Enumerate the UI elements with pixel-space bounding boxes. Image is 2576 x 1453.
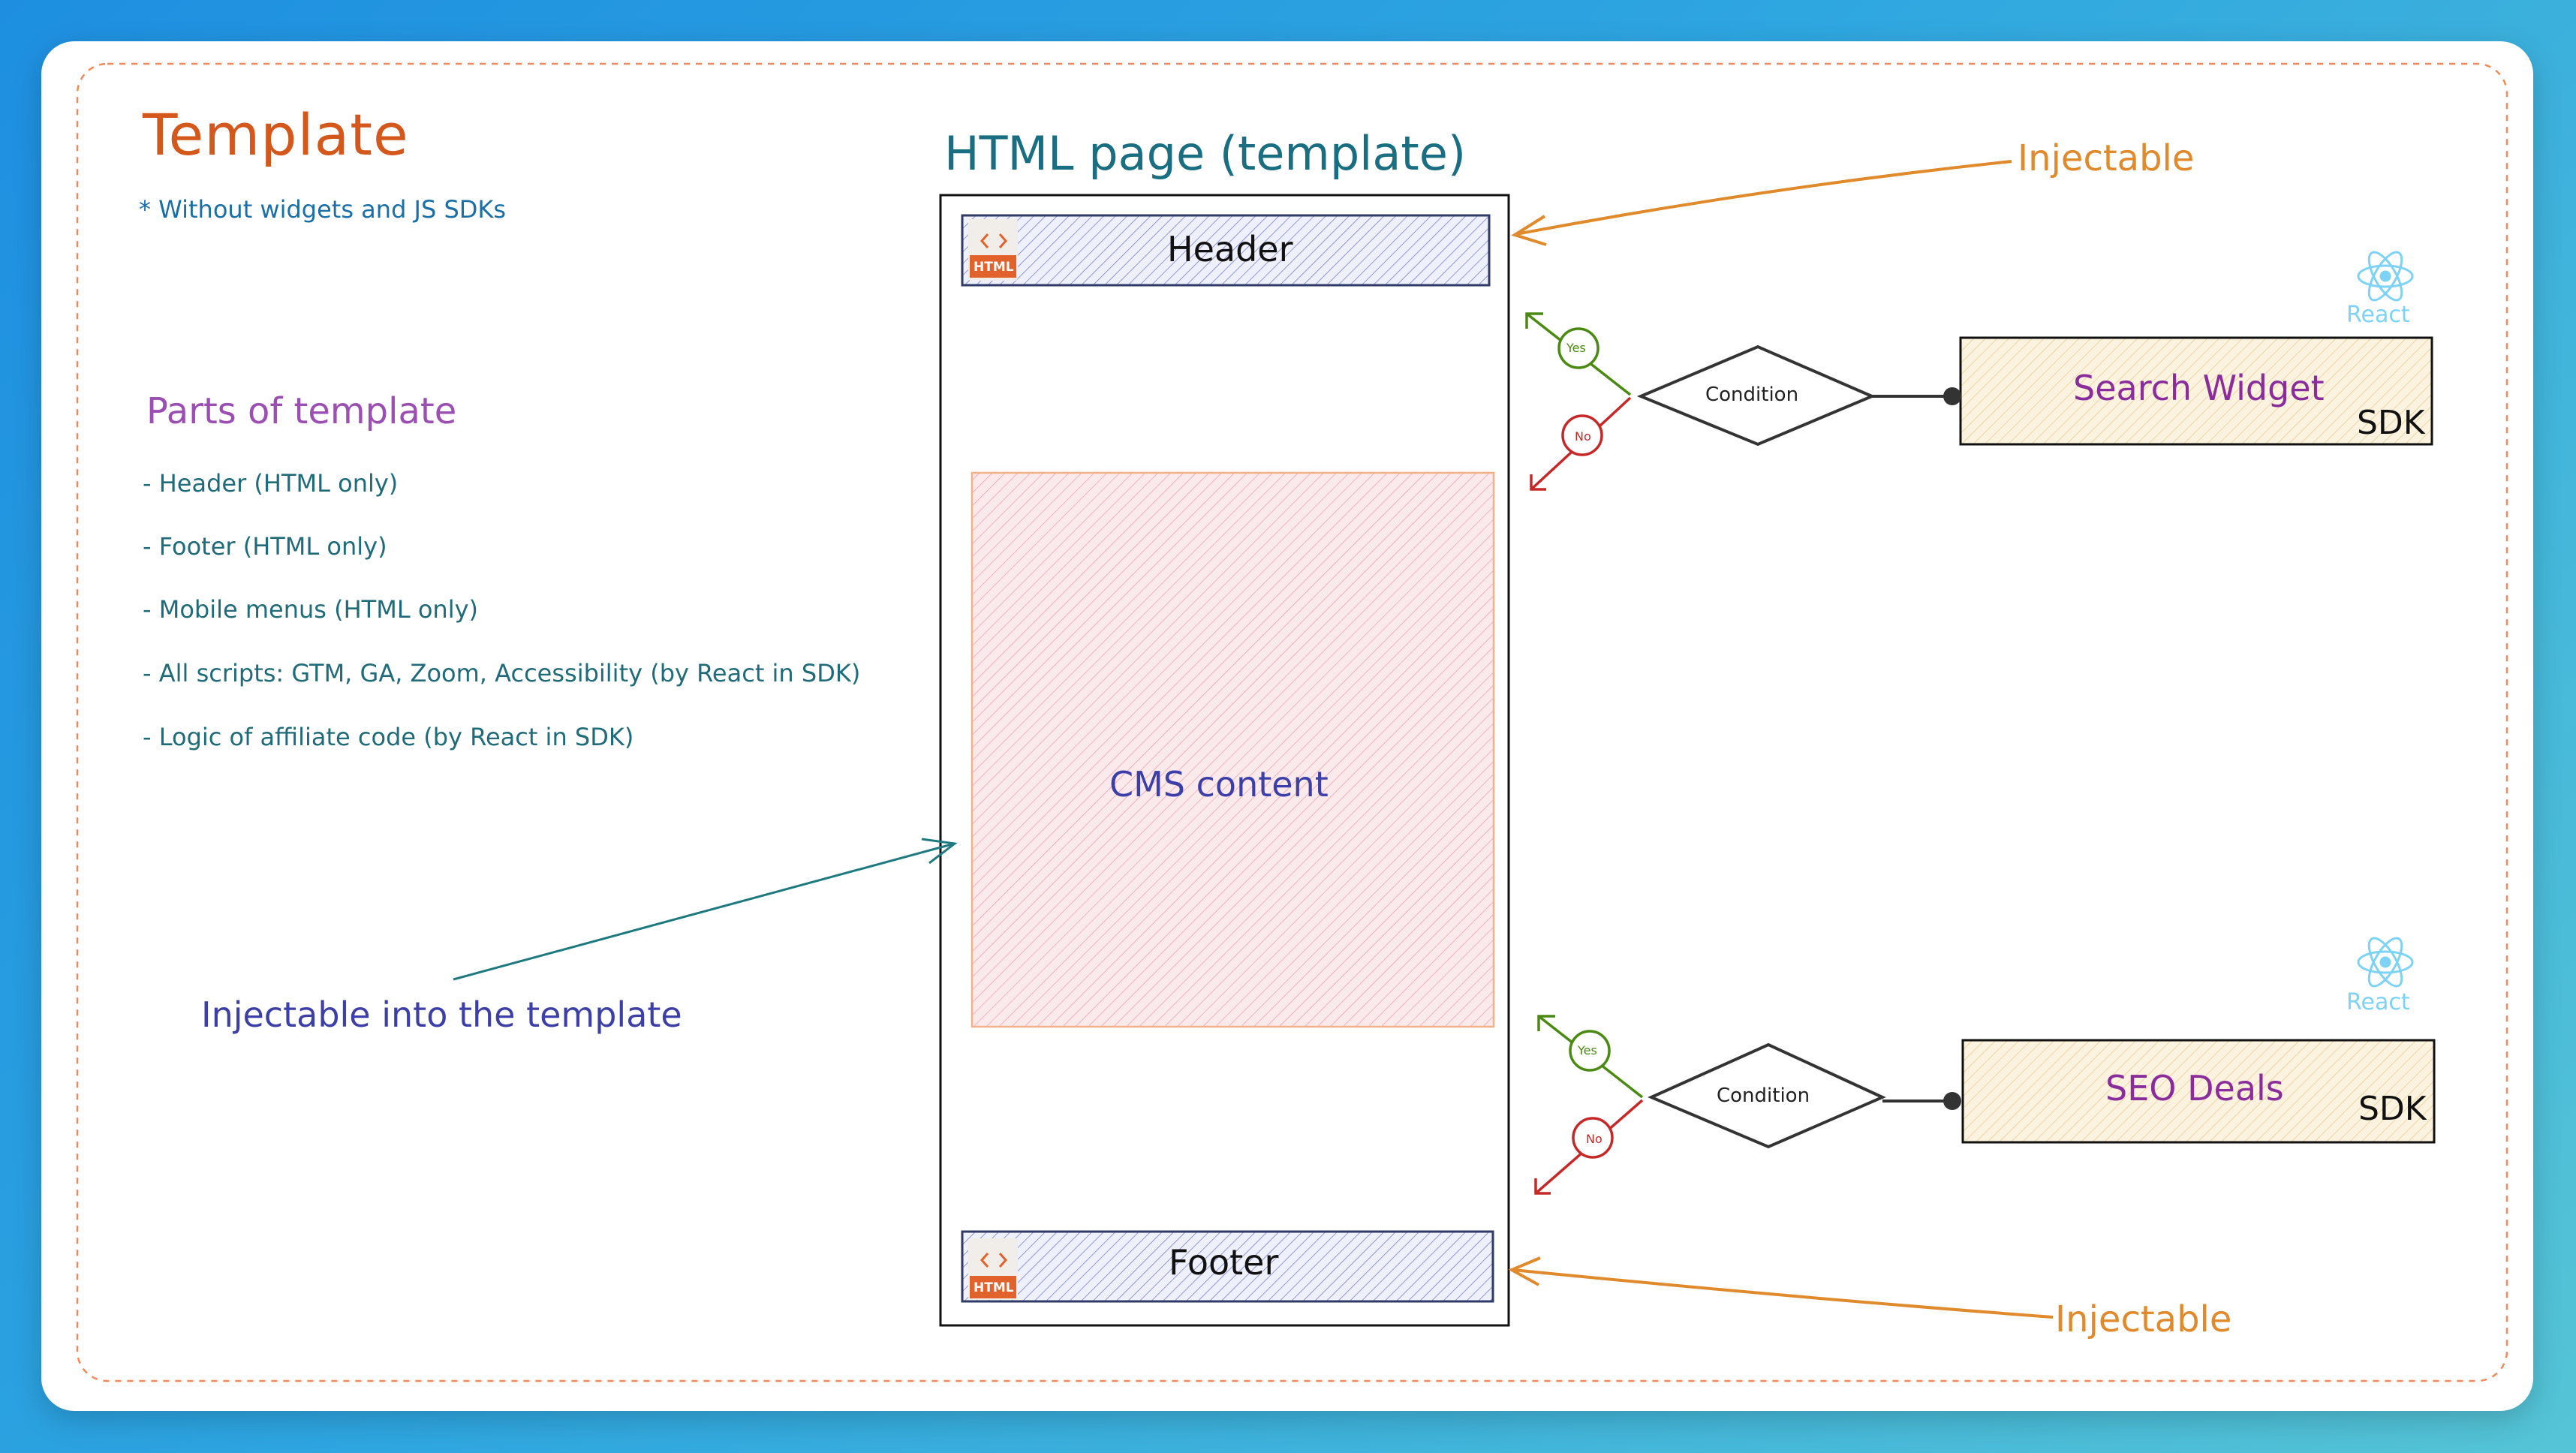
- seo-deals-box: [1961, 1039, 2436, 1144]
- condition-diamond-1: [1636, 344, 1876, 447]
- no-label-1: No: [1575, 429, 1591, 444]
- part-item-affiliate: - Logic of affiliate code (by React in S…: [143, 723, 634, 751]
- condition-diamond-2: [1647, 1042, 1886, 1149]
- part-item-header: - Header (HTML only): [143, 469, 399, 498]
- footer-html-badge-text: HTML: [974, 1280, 1014, 1295]
- injectable-bottom-arrow: [1512, 1268, 2054, 1319]
- react-label-1: React: [2346, 302, 2410, 328]
- yes-label-2: Yes: [1578, 1043, 1597, 1057]
- search-widget-connector-dot: [1943, 387, 1961, 405]
- no-label-2: No: [1586, 1132, 1602, 1146]
- react-label-2: React: [2346, 989, 2410, 1015]
- seo-deals-label: SEO Deals: [2105, 1068, 2284, 1109]
- html-page-title: HTML page (template): [944, 126, 1467, 181]
- seo-deals-connector-dot: [1943, 1092, 1961, 1110]
- footer-label: Footer: [1169, 1242, 1279, 1283]
- condition-label-2: Condition: [1717, 1084, 1810, 1107]
- search-widget-box: [1959, 336, 2433, 446]
- header-label: Header: [1167, 229, 1293, 269]
- react-logo-1: [2357, 251, 2414, 302]
- footer-bar: [961, 1230, 1494, 1303]
- parts-title: Parts of template: [146, 390, 457, 432]
- template-subtitle: * Without widgets and JS SDKs: [139, 195, 507, 224]
- injectable-top-arrow: [1515, 160, 2012, 236]
- cms-content-label: CMS content: [1109, 764, 1329, 805]
- sdk-label-2: SDK: [2358, 1090, 2427, 1128]
- react-logo-2: [2357, 937, 2414, 988]
- injectable-bottom-label: Injectable: [2055, 1298, 2232, 1340]
- yes-circle-2: [1569, 1030, 1611, 1072]
- part-item-mobile-menus: - Mobile menus (HTML only): [143, 595, 478, 624]
- no-circle-1: [1561, 414, 1603, 456]
- footer-html-badge: [970, 1276, 1016, 1298]
- search-widget-label: Search Widget: [2073, 368, 2325, 408]
- yes-circle-1: [1557, 327, 1599, 369]
- header-bar: [961, 214, 1491, 287]
- condition-label-1: Condition: [1705, 384, 1799, 406]
- header-html-badge: [970, 255, 1016, 278]
- injectable-top-label: Injectable: [2018, 137, 2195, 179]
- template-title: Template: [143, 101, 409, 168]
- header-html-badge-text: HTML: [974, 260, 1014, 275]
- no-circle-2: [1572, 1117, 1614, 1159]
- part-item-footer: - Footer (HTML only): [143, 532, 387, 561]
- injectable-into-template-label: Injectable into the template: [201, 994, 682, 1035]
- cms-content-box: [971, 471, 1495, 1028]
- part-item-scripts: - All scripts: GTM, GA, Zoom, Accessibil…: [143, 659, 861, 687]
- dashed-frame: [76, 62, 2508, 1382]
- sdk-label-1: SDK: [2357, 404, 2425, 442]
- yes-label-1: Yes: [1566, 341, 1586, 355]
- inject-template-arrow: [453, 843, 952, 981]
